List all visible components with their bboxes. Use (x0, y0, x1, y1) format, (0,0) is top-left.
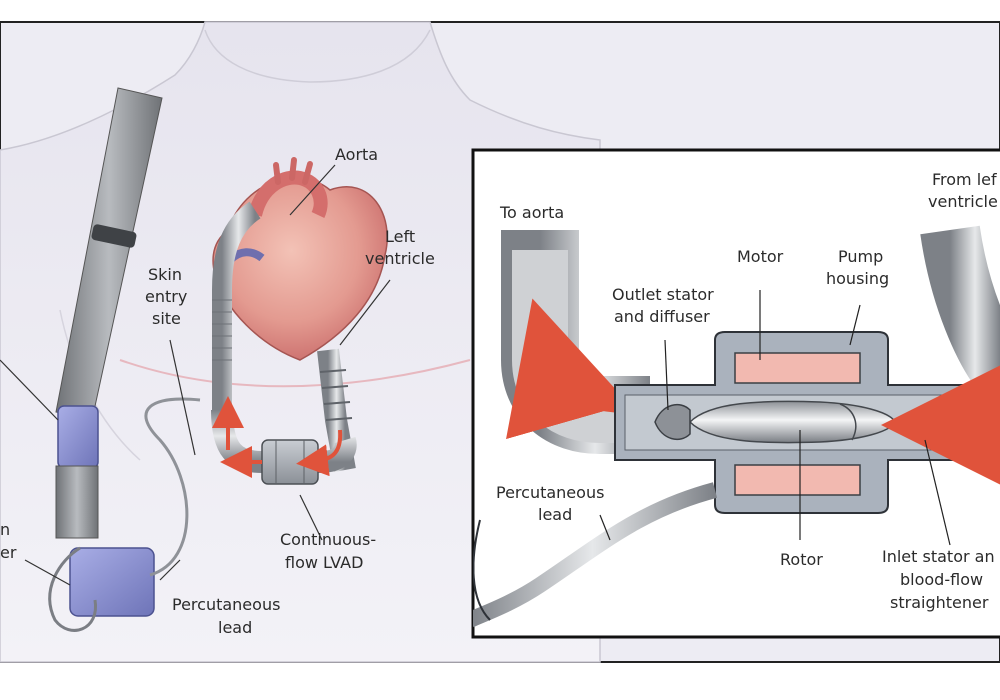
label-left-ventricle-1: Left (385, 227, 415, 246)
label-aorta: Aorta (335, 145, 378, 164)
graft-rings (212, 299, 232, 361)
neck-line (204, 29, 431, 83)
outlet-stator (654, 403, 691, 441)
right-leader-lines (599, 290, 951, 546)
cable-outline (473, 519, 491, 621)
inflow-rings (319, 369, 353, 421)
label-outlet-stator-2: and diffuser (614, 307, 710, 326)
flow-arrow-left-2 (296, 429, 343, 477)
aortic-arch (248, 170, 328, 218)
label-skin-entry-3: site (152, 309, 181, 328)
label-lvad-1: Continuous- (280, 530, 376, 549)
driveline-cable (144, 397, 201, 577)
label-skin-entry-2: entry (145, 287, 187, 306)
label-lvad-2: flow LVAD (285, 553, 363, 572)
label-inlet-stator-1: Inlet stator an (882, 547, 995, 566)
label-skin-entry-1: Skin (148, 265, 182, 284)
outflow-graft (212, 201, 261, 410)
strap-lower (55, 465, 99, 539)
rotor-blade (839, 403, 857, 441)
controller-box (69, 547, 155, 617)
label-inlet-stator-3: straightener (890, 593, 989, 612)
lvad-pump-body (261, 439, 319, 485)
label-controller-cut-2: er (0, 543, 17, 562)
label-from-left-ventricle-1: From lef (932, 170, 997, 189)
label-pump-housing-2: housing (826, 269, 889, 288)
label-percutaneous-lead-right-1: Percutaneous (496, 483, 604, 502)
label-percutaneous-lead-left-1: Percutaneous (172, 595, 280, 614)
vessel-branches (273, 157, 313, 185)
strap-buckle (91, 224, 137, 248)
label-to-aorta: To aorta (499, 203, 564, 222)
motor-coil-top (734, 352, 861, 384)
battery-pack (57, 405, 99, 469)
label-from-left-ventricle-2: ventricle (928, 192, 998, 211)
left-leader-lines (0, 164, 391, 586)
label-rotor: Rotor (780, 550, 823, 569)
collarbone-line (119, 359, 471, 388)
label-controller-cut-1: n (0, 520, 10, 539)
label-outlet-stator-1: Outlet stator (612, 285, 714, 304)
label-inlet-stator-2: blood-flow (900, 570, 983, 589)
left-panel: Aorta Left ventricle Skin entry site Con… (0, 21, 601, 663)
motor-coil-bottom (734, 464, 861, 496)
percutaneous-lead-cable (473, 482, 718, 628)
label-pump-housing-1: Pump (838, 247, 883, 266)
right-panel: To aorta From lef ventricle Motor Pump h… (471, 148, 1000, 639)
label-left-ventricle-2: ventricle (365, 249, 435, 268)
rotor (688, 400, 896, 444)
controller-cable (48, 546, 97, 632)
label-percutaneous-lead-right-2: lead (538, 505, 572, 524)
label-motor: Motor (737, 247, 784, 266)
label-percutaneous-lead-left-2: lead (218, 618, 252, 637)
